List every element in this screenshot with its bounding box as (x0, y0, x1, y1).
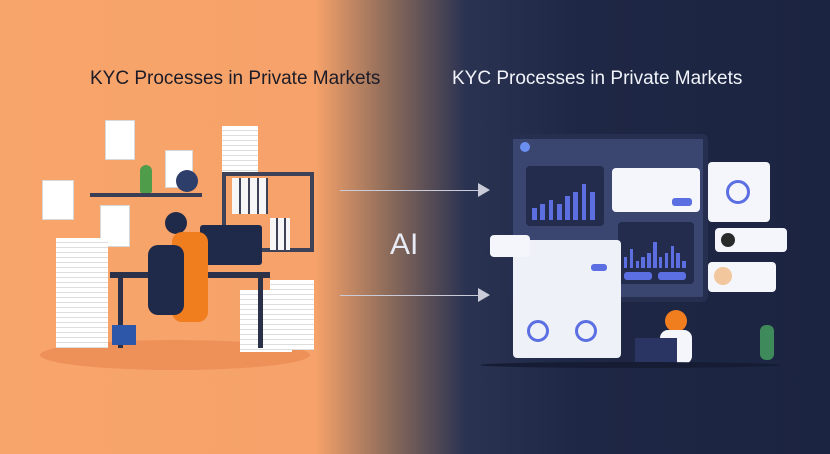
wall-shelf (90, 193, 202, 197)
chart-bar (548, 200, 554, 220)
chart-bar (658, 256, 663, 268)
profile-card (708, 262, 776, 292)
paper-stack (56, 238, 108, 348)
chart-bar (676, 253, 680, 268)
document-icon (42, 180, 74, 220)
arrow-bottom-icon (340, 288, 490, 302)
donut-chart-icon (575, 320, 597, 342)
trash-bin-icon (112, 325, 136, 345)
desk-leg (258, 278, 263, 348)
paper-stack (270, 280, 314, 350)
chart-bar (629, 249, 634, 268)
monitor-icon (200, 225, 262, 265)
worker-head (665, 310, 687, 332)
donut-card (708, 162, 770, 222)
notification-card (490, 235, 530, 257)
right-title: KYC Processes in Private Markets (452, 68, 743, 89)
office-chair (148, 245, 184, 315)
plant-icon (140, 165, 152, 193)
bar-chart-card (618, 222, 694, 284)
user-badge-icon (176, 170, 198, 192)
action-button[interactable] (624, 272, 652, 280)
chart-bar (581, 184, 587, 220)
chart-bar (653, 241, 657, 268)
chart-bar (682, 260, 686, 268)
profile-card (715, 228, 787, 252)
chart-bar (670, 245, 675, 268)
ai-label: AI (390, 228, 419, 261)
chart-bar (532, 208, 537, 220)
chart-bar (556, 204, 562, 220)
chart-bar (641, 256, 645, 268)
bookshelf (222, 172, 314, 252)
binders-icon (232, 178, 268, 214)
binders-icon (270, 218, 290, 250)
chart-bar (635, 260, 640, 268)
avatar (714, 267, 732, 285)
submit-button[interactable] (672, 198, 692, 206)
desk-leg (118, 278, 123, 348)
donut-chart-icon (726, 180, 750, 204)
donut-chart-icon (527, 320, 549, 342)
avatar (721, 233, 735, 247)
bar-chart (532, 180, 598, 220)
form-card (612, 168, 700, 212)
laptop-icon (635, 338, 677, 364)
bar-chart-card (526, 166, 604, 226)
action-button[interactable] (658, 272, 686, 280)
bar-chart (624, 238, 688, 268)
chart-bar (647, 253, 651, 268)
chart-bar (573, 192, 579, 220)
chart-bar (664, 253, 669, 268)
search-button[interactable] (591, 264, 607, 271)
chart-bar (540, 204, 546, 220)
manual-office-scene (0, 0, 330, 454)
left-title: KYC Processes in Private Markets (90, 68, 381, 89)
ai-dashboard-scene (460, 0, 830, 454)
chart-bar (565, 196, 570, 220)
chart-bar (624, 256, 628, 268)
desk-shadow (480, 362, 780, 368)
arrow-top-icon (340, 183, 490, 197)
plant-icon (760, 325, 774, 360)
document-icon (105, 120, 135, 160)
chart-bar (589, 192, 595, 220)
logo-icon (520, 142, 530, 152)
paper-stack (222, 126, 258, 172)
worker-head (165, 212, 187, 234)
analytics-panel (513, 240, 621, 358)
